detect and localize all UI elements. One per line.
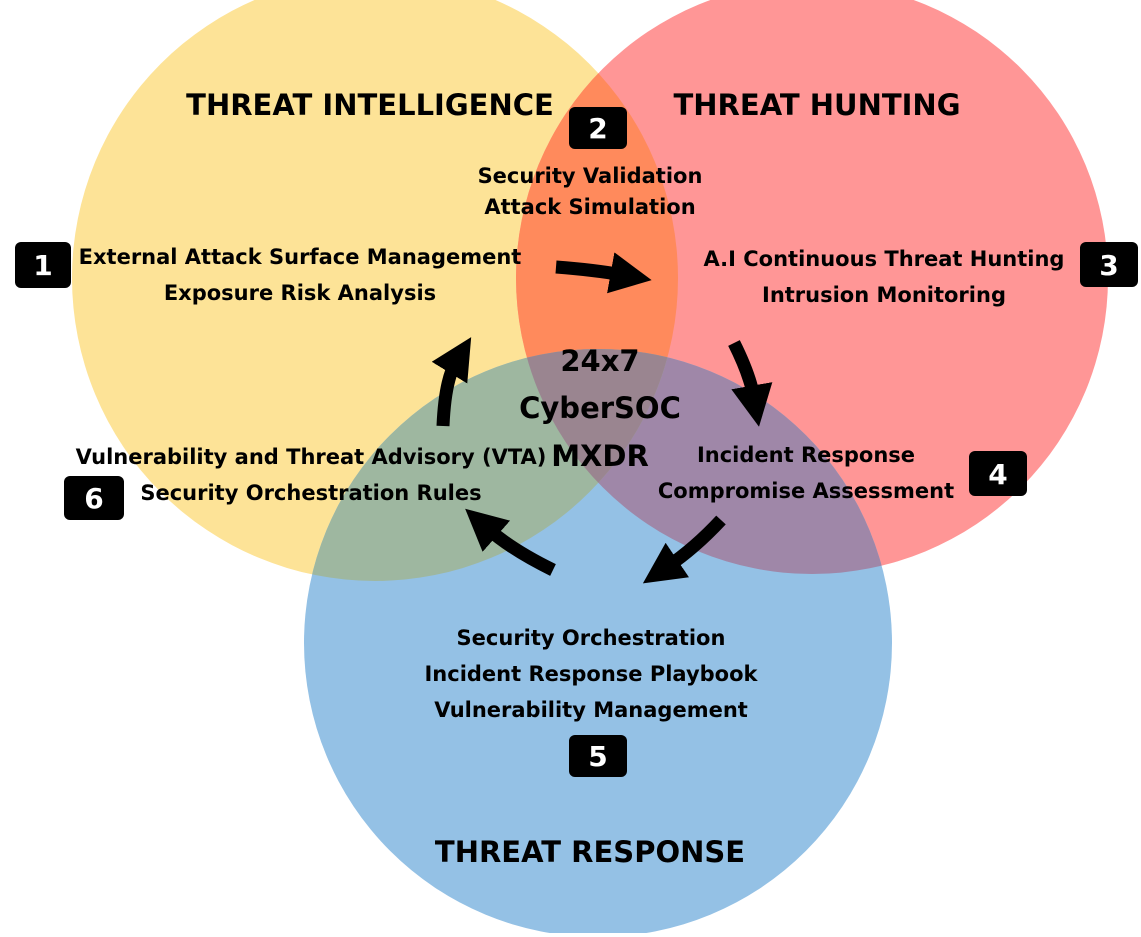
- step-3-number: 3: [1099, 249, 1118, 282]
- step-6-badge: [64, 476, 124, 520]
- step-2-badge: [569, 107, 627, 149]
- step-6-line-2: Security Orchestration Rules: [140, 481, 481, 505]
- step-2-line-2: Attack Simulation: [484, 195, 695, 219]
- step-3: 3 A.I Continuous Threat Hunting Intrusio…: [704, 242, 1138, 307]
- step-2: 2 Security Validation Attack Simulation: [478, 107, 703, 219]
- intelligence-response-overlap: [304, 349, 678, 581]
- center-label-line-1: 24x7: [560, 344, 639, 378]
- step-5-badge: [569, 735, 627, 777]
- arrow-4-to-5: [642, 515, 726, 584]
- step-1-line-2: Exposure Risk Analysis: [164, 281, 436, 305]
- step-1-number: 1: [33, 249, 52, 282]
- step-6-number: 6: [84, 482, 103, 515]
- step-1-badge: [15, 242, 71, 288]
- threat-intelligence-title: THREAT INTELLIGENCE: [186, 88, 554, 122]
- center-label-line-2: CyberSOC: [519, 391, 681, 425]
- arrow-5-to-6: [465, 508, 556, 576]
- step-2-number: 2: [588, 112, 607, 145]
- step-3-line-2: Intrusion Monitoring: [762, 283, 1006, 307]
- step-5-line-1: Security Orchestration: [457, 626, 726, 650]
- threat-hunting-title: THREAT HUNTING: [674, 88, 961, 122]
- arrow-6-to-1: [431, 337, 472, 427]
- step-5-line-2: Incident Response Playbook: [424, 662, 758, 686]
- step-1: 1 External Attack Surface Management Exp…: [15, 242, 521, 305]
- arrow-3-to-4: [728, 340, 773, 427]
- step-5: Security Orchestration Incident Response…: [424, 626, 759, 777]
- step-5-number: 5: [588, 740, 607, 773]
- step-6: 6 Vulnerability and Threat Advisory (VTA…: [64, 445, 546, 520]
- step-4-line-2: Compromise Assessment: [658, 479, 954, 503]
- step-4-badge: [969, 451, 1027, 496]
- step-6-line-1: Vulnerability and Threat Advisory (VTA): [76, 445, 547, 469]
- step-4-number: 4: [988, 458, 1007, 491]
- arrow-1-to-2: [555, 252, 652, 294]
- cycle-arrows: [431, 252, 773, 584]
- step-4-line-1: Incident Response: [697, 443, 915, 467]
- step-3-line-1: A.I Continuous Threat Hunting: [704, 247, 1065, 271]
- step-1-line-1: External Attack Surface Management: [79, 245, 522, 269]
- step-4: 4 Incident Response Compromise Assessmen…: [658, 443, 1027, 503]
- center-label-line-3: MXDR: [551, 439, 649, 473]
- step-3-badge: [1080, 242, 1138, 287]
- step-2-line-1: Security Validation: [478, 164, 703, 188]
- hunting-response-overlap: [516, 349, 892, 574]
- step-5-line-3: Vulnerability Management: [434, 698, 748, 722]
- threat-response-title: THREAT RESPONSE: [435, 835, 745, 869]
